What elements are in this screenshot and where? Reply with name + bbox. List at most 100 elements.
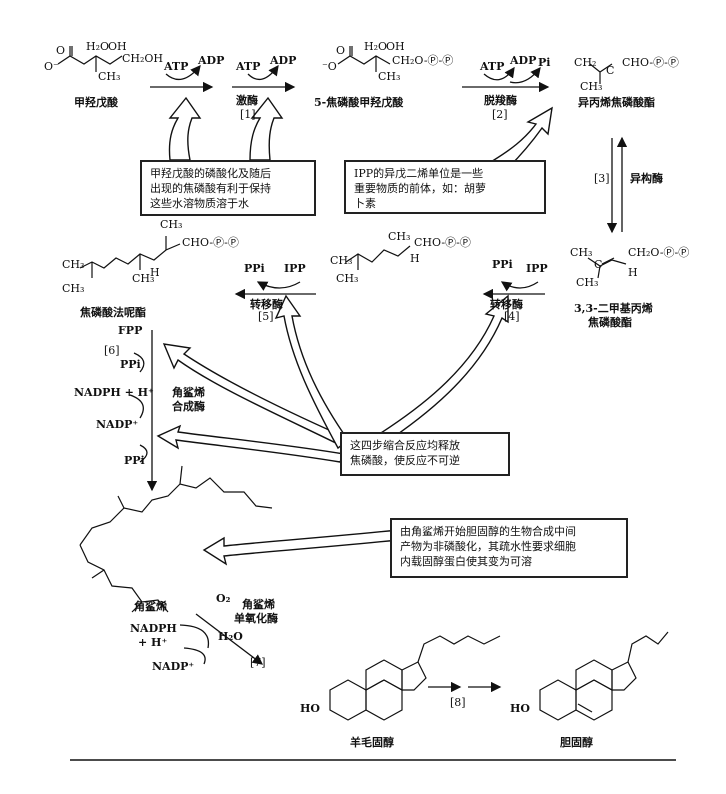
callout-arrow-cond-4	[358, 294, 509, 455]
fpp-cofactor-label: FPP	[118, 324, 143, 337]
curl-o2	[179, 624, 210, 649]
pi-label: Pi	[538, 56, 551, 69]
ppi-label-6: PPi	[120, 358, 141, 371]
step-7: [7]	[250, 656, 266, 669]
gpp-ch3a: CH₃	[330, 254, 353, 267]
ppi-label-final: PPi	[124, 454, 145, 467]
lanosterol-ring-b	[365, 679, 403, 721]
pp-mev-ominus: ⁻O	[322, 60, 337, 73]
curl-nadph	[129, 394, 144, 419]
pp-mev-h2o: H₂O	[364, 40, 388, 53]
note-condensation-line-1: 这四步缩合反应均释放	[350, 439, 460, 452]
pp-mevalonate-label: 5-焦磷酸甲羟戊酸	[314, 96, 404, 109]
ppi-label-4: PPi	[492, 258, 513, 271]
adp-label-1: ADP	[198, 54, 225, 67]
fpp-cho: CHO-Ⓟ-Ⓟ	[182, 236, 239, 249]
kinase-label: 激酶	[236, 94, 258, 107]
cholesterol-side-chain	[627, 631, 669, 663]
ppi-label-5: PPi	[244, 262, 265, 275]
fpp-branches	[91, 236, 167, 278]
curl-fpp	[133, 352, 145, 373]
step-1: [1]	[240, 108, 256, 121]
cholesterol-ring-b	[575, 679, 613, 721]
monooxygenase-line-2: 单氧化酶	[234, 612, 278, 625]
curl-atp-adp-1	[165, 64, 201, 81]
cholesterol-ring-d	[611, 661, 637, 691]
nadp-label: NADP⁺	[96, 418, 139, 431]
mev-h2o: H₂O	[86, 40, 110, 53]
mev-oh: OH	[108, 40, 127, 53]
note-hydrophobic-line-1: 由角鲨烯开始胆固醇的生物合成中间	[400, 525, 576, 538]
gpp-skeleton	[345, 245, 411, 263]
curl-nadph-2	[183, 647, 206, 665]
mev-ch3: CH₃	[98, 70, 121, 83]
ipp-ch2: CH₂	[574, 56, 597, 69]
note-ipp-unit-line-1: IPP的异戊二烯单位是一些	[354, 167, 484, 180]
fpp-ch3-top: CH₃	[160, 218, 183, 231]
squalene-chain-upper	[79, 477, 273, 546]
note-phosphorylation: 甲羟戊酸的磷酸化及随后 出现的焦磷酸有利于保持 这些水溶物质溶于水	[140, 160, 316, 216]
gpp-h: H	[410, 252, 420, 265]
pp-mev-o: O	[336, 44, 346, 57]
squalene-synthase-line-2: 合成酶	[172, 400, 205, 413]
arrow-to-lanosterol	[195, 613, 264, 665]
note-hydrophobic-line-2: 产物为非磷酸化，其疏水性要求细胞	[400, 540, 576, 553]
gpp-cho: CHO-Ⓟ-Ⓟ	[414, 236, 471, 249]
pp-mevalonate-skeleton	[337, 55, 391, 65]
isomerase-label: 异构酶	[630, 172, 663, 185]
step-8: [8]	[450, 696, 466, 709]
note-ipp-unit-line-2: 重要物质的前体，如：胡萝	[354, 182, 486, 195]
fpp-ch3b: CH₃	[62, 282, 85, 295]
transferase-label-5: 转移酶	[250, 298, 283, 311]
gpp-ch3c: CH₃	[388, 230, 411, 243]
lanosterol-label: 羊毛固醇	[350, 736, 394, 749]
adp-label-2: ADP	[270, 54, 297, 67]
callout-arrow-cond-5	[274, 294, 349, 450]
ipp-label-5: IPP	[284, 262, 306, 275]
mev-ominus: O⁻	[44, 60, 59, 73]
adp-label-3: ADP	[510, 54, 537, 67]
step-3: [3]	[594, 172, 610, 185]
ipp-c: C	[606, 64, 615, 77]
lanosterol-ring-a	[329, 679, 367, 721]
curl-ppi-ipp-5	[256, 281, 301, 291]
step-6: [6]	[104, 344, 120, 357]
cholesterol-ring-a	[539, 679, 577, 721]
note-condensation-line-2: 焦磷酸，使反应不可逆	[350, 454, 460, 467]
cholesterol-ho: HO	[510, 702, 530, 715]
decarboxylase-label: 脱羧酶	[484, 94, 517, 107]
ipp-cho: CHO-Ⓟ-Ⓟ	[622, 56, 679, 69]
note-phosphorylation-line-3: 这些水溶物质溶于水	[150, 197, 249, 210]
transferase-label-4: 转移酶	[490, 298, 523, 311]
note-hydrophobic-line-3: 内载固醇蛋白使其变为可溶	[400, 555, 532, 568]
pp-mev-ch3: CH₃	[378, 70, 401, 83]
curl-atp-adp-2	[247, 64, 279, 81]
note-ipp-unit-line-3: 卜素	[354, 197, 376, 210]
cholesterol-ring-c	[575, 659, 613, 692]
note-ipp-unit: IPP的异戊二烯单位是一些 重要物质的前体，如：胡萝 卜素	[344, 160, 546, 214]
callout-arrow-phos-2	[249, 96, 284, 161]
dmapp-skeleton	[587, 257, 627, 279]
dmapp-ch3b: CH₃	[576, 276, 599, 289]
callout-arrow-ipp	[492, 106, 553, 169]
squalene-chain-lower	[79, 544, 169, 613]
atp-label-2: ATP	[236, 60, 261, 73]
lanosterol-ho: HO	[300, 702, 320, 715]
mevalonate-carbonyl	[69, 46, 73, 56]
callout-arrow-hydrophobic	[202, 529, 399, 566]
curl-ppi-final	[139, 444, 148, 463]
lanosterol-ring-d	[401, 661, 427, 691]
nadph-label-2: NADPH	[130, 622, 177, 635]
note-phosphorylation-line-2: 出现的焦磷酸有利于保持	[150, 182, 271, 195]
ipp-label: 异丙烯焦磷酸酯	[578, 96, 655, 109]
curl-atp-adp-3	[483, 66, 515, 81]
squalene-methyls	[91, 465, 183, 613]
callout-arrow-cond-6	[162, 343, 358, 451]
atp-label-3: ATP	[480, 60, 505, 73]
fpp-h: H	[150, 266, 160, 279]
dmapp-h: H	[628, 266, 638, 279]
mevalonate-label: 甲羟戊酸	[74, 96, 118, 109]
fpp-label: 焦磷酸法呢酯	[80, 306, 146, 319]
note-hydrophobic: 由角鲨烯开始胆固醇的生物合成中间 产物为非磷酸化，其疏水性要求细胞 内载固醇蛋白…	[390, 518, 628, 578]
